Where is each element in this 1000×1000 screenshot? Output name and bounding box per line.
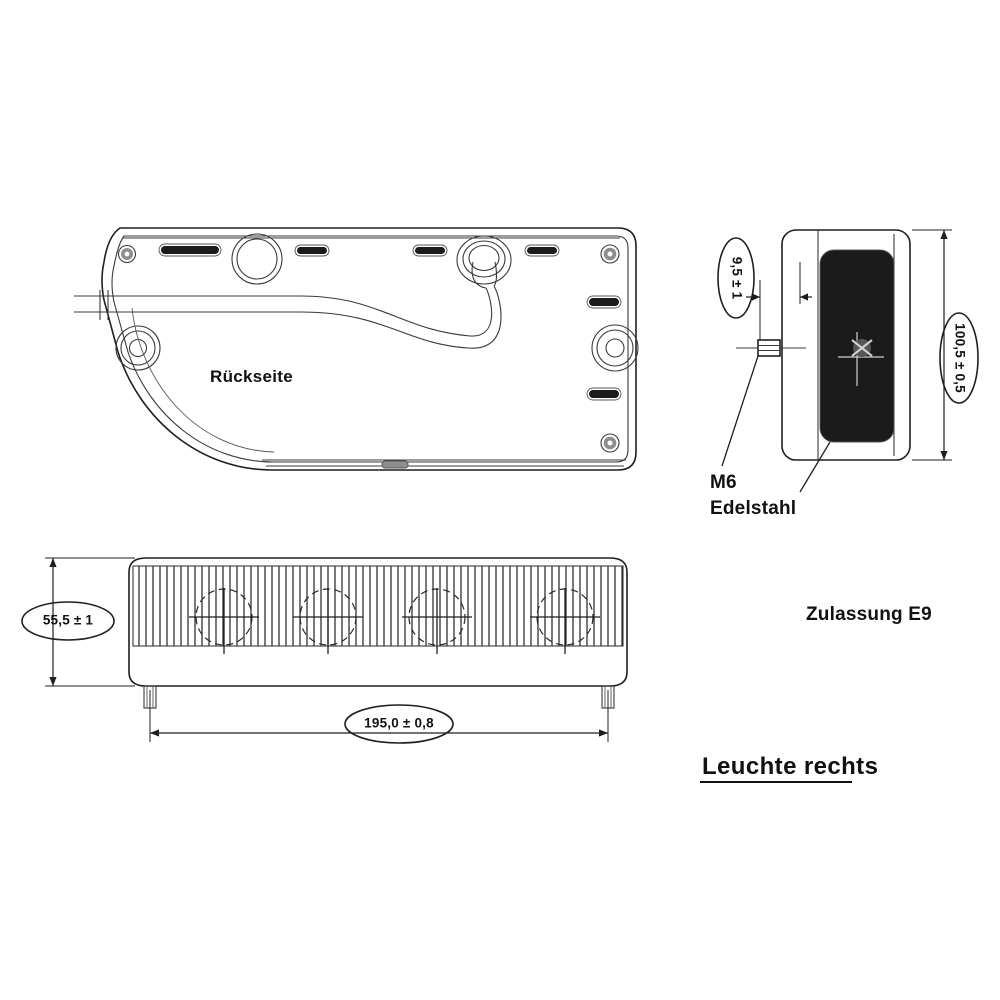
rear-view: Rückseite: [74, 227, 639, 471]
side-lens-outline: [819, 249, 895, 443]
m6-leader-lines: [721, 355, 831, 493]
bolt-top-right: [600, 244, 620, 264]
dimension-height-front: 55,5 ± 1: [21, 557, 135, 687]
rear-vent-slots-top: [158, 243, 560, 257]
bolt-top-left: [117, 244, 137, 264]
front-lamp-positions: [189, 588, 600, 654]
rear-round-opening: [231, 233, 283, 285]
dimension-value-stud-spacing: 195,0 ± 0,8: [364, 716, 434, 731]
side-lens-crosshair: [838, 332, 884, 386]
m6-stud: [736, 339, 806, 357]
dimension-value-height-front: 55,5 ± 1: [43, 613, 94, 628]
lamp-position-3: [402, 588, 472, 654]
rear-body-inner-outline: [111, 235, 629, 463]
boss-left: [115, 325, 161, 371]
front-body-outline: [128, 557, 628, 687]
dimension-stud-projection: 9,5 ± 1: [717, 237, 812, 340]
front-view: 55,5 ± 1 195,0 ± 0,8: [21, 557, 628, 744]
front-mounting-studs: [143, 685, 615, 709]
note-approval: Zulassung E9: [806, 604, 932, 625]
notes-column: Zulassung E9 Leuchte rechts: [700, 604, 932, 783]
note-stud-material: Edelstahl: [710, 498, 796, 519]
drawing-title: Leuchte rechts: [702, 753, 878, 780]
front-lens-ribs: [133, 565, 623, 647]
rear-vent-slots-right: [586, 295, 622, 401]
rear-bottom-tab-outline: [381, 460, 409, 469]
side-housing-outline: [781, 229, 911, 461]
rear-bottom-tab: [382, 461, 408, 468]
dimension-value-height-side: 100,5 ± 0,5: [952, 323, 967, 393]
lamp-position-4: [530, 588, 600, 654]
side-view: 9,5 ± 1 100,5 ± 0,5 M6 Edelstahl: [710, 229, 979, 519]
rear-corner-bolts: [117, 244, 620, 453]
bolt-bottom-right: [600, 433, 620, 453]
rear-inner-sweep: [131, 307, 275, 453]
boss-right: [591, 324, 639, 372]
dimension-stud-spacing: 195,0 ± 0,8: [149, 690, 609, 744]
dimension-height-side: 100,5 ± 0,5: [912, 229, 979, 461]
lamp-position-1: [189, 588, 259, 654]
cable-exit: [74, 290, 300, 320]
note-stud-thread: M6: [710, 472, 737, 493]
cable-gland: [456, 235, 512, 289]
front-ribbed-region: [132, 565, 624, 647]
lamp-position-2: [293, 588, 363, 654]
rear-mounting-bosses: [115, 324, 639, 372]
dimension-value-stud-projection: 9,5 ± 1: [729, 257, 744, 300]
rear-body-outline: [101, 227, 637, 471]
cable-routing: [299, 285, 502, 349]
rear-view-label: Rückseite: [210, 367, 293, 386]
